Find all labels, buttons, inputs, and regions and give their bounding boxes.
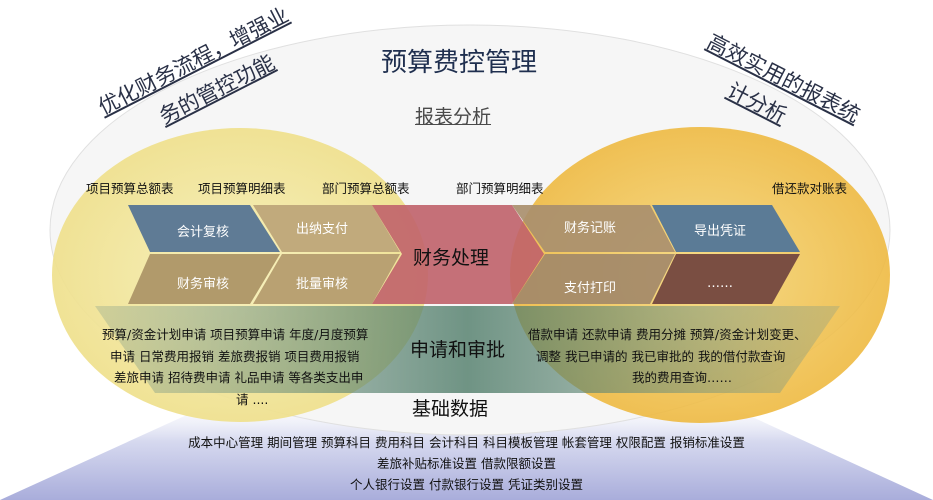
step1-bottom-chevron [128, 254, 280, 304]
step2-bottom-chevron [253, 254, 400, 304]
base-line: 成本中心管理 期间管理 预算科目 费用科目 会计科目 科目模板管理 帐套管理 权… [188, 435, 745, 450]
main-title: 预算费控管理 [381, 48, 538, 78]
report-item: 项目预算明细表 [198, 181, 286, 196]
requests-left: 预算/资金计划申请 项目预算申请 年度/月度预算 申请 日常费用报销 差旅费报销… [102, 324, 368, 410]
step4-top-label: 财务记账 [563, 221, 616, 236]
base-line: 个人银行设置 付款银行设置 凭证类别设置 [350, 477, 583, 492]
step4-top-chevron [512, 205, 675, 252]
report-item: 借还款对账表 [772, 181, 848, 196]
report-title: 报表分析 [415, 106, 492, 128]
report-item: 部门预算明细表 [456, 181, 544, 196]
report-item: 部门预算总额表 [322, 181, 410, 196]
step5-top-chevron [652, 205, 800, 252]
request-line: 调整 我已申请的 我已审批的 我的借付款查询 [536, 348, 786, 364]
step4-bottom-label: 支付打印 [563, 281, 616, 296]
step2-bottom-label: 批量审核 [295, 277, 348, 292]
base-items: 成本中心管理 期间管理 预算科目 费用科目 会计科目 科目模板管理 帐套管理 权… [0, 432, 933, 495]
center-chevron [372, 205, 544, 304]
step1-top-label: 会计复核 [176, 225, 229, 240]
base-title: 基础数据 [412, 398, 489, 420]
request-line: 差旅申请 招待费申请 礼品申请 等各类支出申 [114, 370, 364, 385]
step1-top-chevron [128, 205, 280, 252]
request-line: 我的费用查询…… [632, 370, 733, 385]
step5-bottom-label: …… [707, 276, 733, 291]
report-item: 项目预算总额表 [86, 181, 174, 196]
request-line: 预算/资金计划申请 项目预算申请 年度/月度预算 [102, 327, 369, 342]
request-line: 申请 日常费用报销 差旅费报销 项目费用报销 [110, 348, 360, 364]
approval-title: 申请和审批 [410, 339, 506, 361]
step4-bottom-chevron [512, 254, 675, 304]
step2-top-chevron [253, 205, 400, 252]
step5-top-label: 导出凭证 [693, 224, 746, 239]
request-line: 请 .... [236, 391, 269, 407]
step5-bottom-chevron [652, 254, 800, 304]
approval-band [95, 306, 840, 393]
step2-top-label: 出纳支付 [295, 222, 348, 237]
request-line: 借款申请 还款申请 费用分摊 预算/资金计划变更、 [528, 327, 807, 342]
requests-right: 借款申请 还款申请 费用分摊 预算/资金计划变更、 调整 我已申请的 我已审批的… [528, 324, 807, 389]
base-line: 差旅补贴标准设置 借款限额设置 [377, 456, 556, 471]
step1-bottom-label: 财务审核 [176, 277, 229, 292]
center-label: 财务处理 [413, 247, 490, 269]
